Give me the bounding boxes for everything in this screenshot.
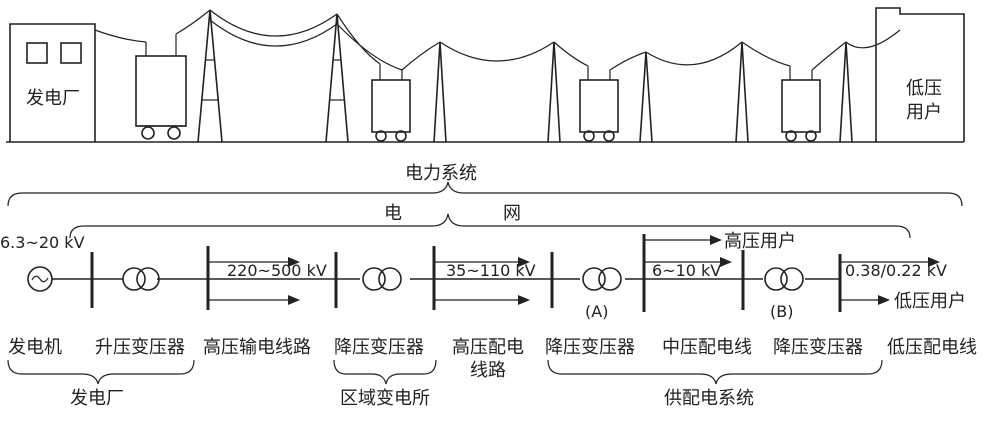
transformer-icon (371, 64, 411, 142)
utility-pole-icon (735, 41, 749, 143)
low-voltage-user-building: 低压 用户 (875, 7, 965, 142)
hv-transmission-voltage-label: 220~500 kV (227, 261, 327, 280)
arrow-head-icon (518, 257, 530, 267)
power-system-bracket: 电力系统 (7, 163, 963, 207)
transmission-tower-icon (197, 9, 223, 143)
lv-distribution-voltage-label: 0.38/0.22 kV (845, 261, 947, 280)
arrow-head-icon (928, 257, 940, 267)
step-down-transformer-a-label: 降压变压器 (545, 337, 635, 358)
power-grid-label-char1: 电 (384, 203, 402, 224)
step-down-transformer-a-icon (582, 267, 622, 291)
utility-pole-icon (547, 41, 561, 143)
transformer-icon (781, 66, 821, 142)
step-down-transformer-label: 降压变压器 (334, 337, 424, 358)
arrow-head-icon (288, 257, 300, 267)
substation-bracket: 区域变电所 (333, 359, 437, 409)
plant-bracket: 发电厂 (7, 359, 195, 409)
mv-distribution-line-label: 中压配电线 (662, 337, 752, 358)
transformer-a-marker: (A) (585, 302, 608, 321)
arrow-head-icon (710, 235, 722, 245)
power-grid-bracket: 电 网 (69, 203, 911, 239)
hv-distribution-line-label-2: 线路 (470, 360, 506, 381)
high-voltage-user-label: 高压用户 (724, 231, 796, 252)
arrow-head-icon (288, 295, 300, 305)
step-down-transformer-icon (362, 267, 402, 291)
power-line-illustration: 发电厂 低压 用户 (6, 7, 965, 143)
plant-group-label: 发电厂 (70, 388, 124, 409)
power-system-label: 电力系统 (405, 163, 477, 184)
low-voltage-user-label: 低压用户 (894, 291, 966, 312)
step-down-transformer-b-label: 降压变压器 (773, 337, 863, 358)
arrow-head-icon (878, 295, 890, 305)
arrow-head-icon (518, 295, 530, 305)
step-up-transformer-label: 升压变压器 (95, 337, 185, 358)
hv-distribution-voltage-label: 35~110 kV (446, 261, 536, 280)
component-labels: 发电机 升压变压器 高压输电线路 降压变压器 高压配电 线路 降压变压器 中压配… (8, 337, 977, 381)
low-voltage-user-label-line2: 用户 (906, 102, 942, 123)
arrow-head-icon (720, 257, 732, 267)
transformer-icon (579, 66, 619, 142)
mv-distribution-voltage-label: 6~10 kV (652, 261, 721, 280)
utility-pole-icon (639, 51, 653, 143)
transformer-icon (135, 34, 187, 140)
power-grid-label-char2: 网 (503, 203, 521, 224)
substation-group-label: 区域变电所 (340, 388, 430, 409)
generator-label: 发电机 (8, 337, 62, 358)
hv-transmission-line-label: 高压输电线路 (203, 337, 311, 358)
power-plant-label: 发电厂 (26, 88, 80, 109)
generator-voltage-label: 6.3~20 kV (0, 233, 85, 252)
supply-system-bracket: 供配电系统 (547, 359, 883, 409)
step-down-transformer-b-icon (764, 267, 804, 291)
utility-pole-icon (433, 41, 447, 143)
hv-distribution-line-label-1: 高压配电 (452, 337, 524, 358)
low-voltage-user-label-line1: 低压 (906, 78, 942, 99)
step-up-transformer-icon (122, 267, 160, 291)
supply-system-group-label: 供配电系统 (664, 388, 754, 409)
transformer-b-marker: (B) (770, 302, 793, 321)
transmission-tower-icon (325, 13, 349, 143)
lv-distribution-line-label: 低压配电线 (887, 337, 977, 358)
power-plant-building: 发电厂 (9, 23, 96, 142)
schematic: 6.3~20 kV (0, 231, 966, 321)
power-wires (94, 9, 901, 71)
utility-pole-icon (839, 41, 853, 143)
generator-symbol-icon (27, 266, 53, 292)
